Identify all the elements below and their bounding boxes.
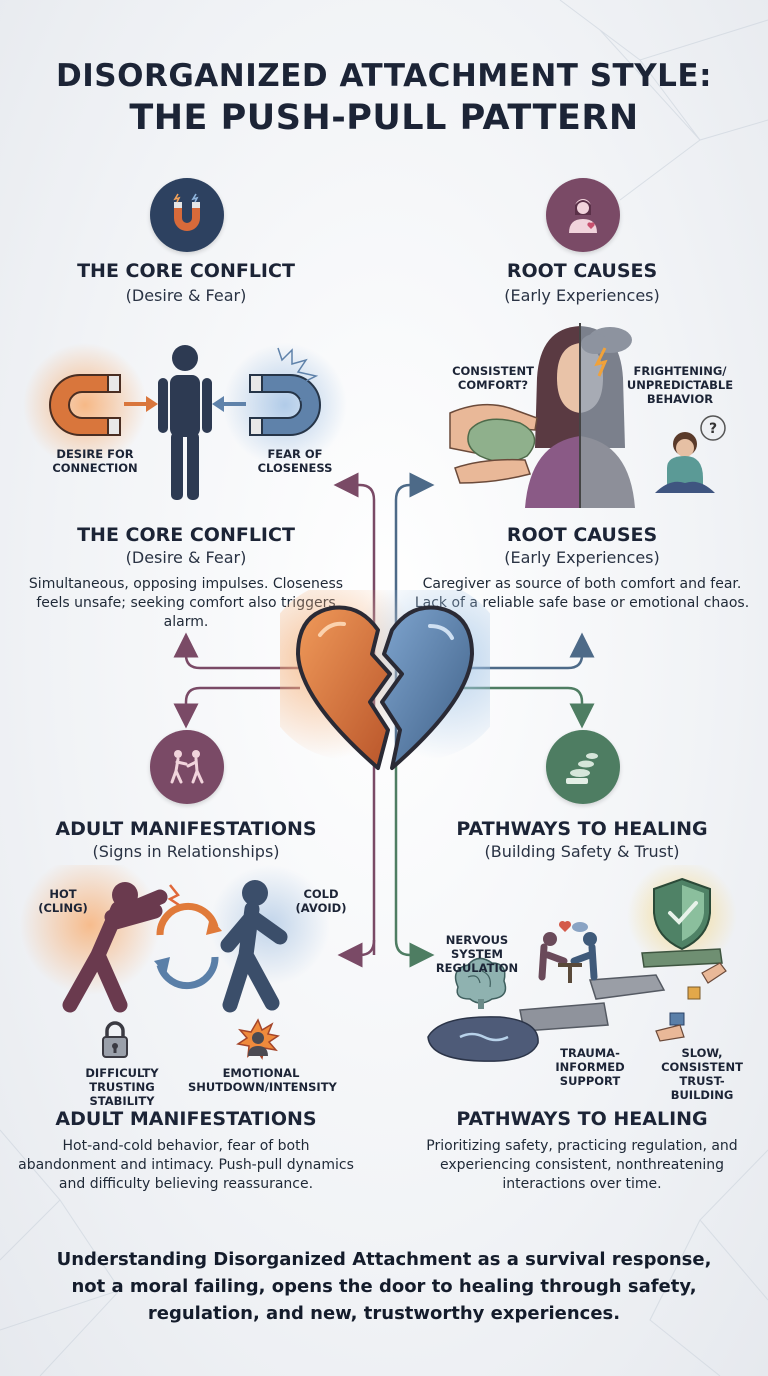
pathways-healing-heading-2: PATHWAYS TO HEALING	[456, 1108, 708, 1130]
push-pull-people-icon	[150, 730, 224, 804]
root-causes-subheading: (Early Experiences)	[504, 286, 660, 305]
root-causes-illustration: ?	[449, 323, 726, 508]
core-conflict-heading: THE CORE CONFLICT	[77, 260, 295, 282]
pathways-healing-illustration	[427, 865, 737, 1062]
page-title-line2: THE PUSH-PULL PATTERN	[129, 98, 639, 138]
svg-text:?: ?	[709, 421, 717, 437]
pathways-healing-body: Prioritizing safety, practicing regulati…	[426, 1138, 738, 1192]
core-conflict-heading-2: THE CORE CONFLICT	[77, 524, 295, 546]
pathways-healing-heading: PATHWAYS TO HEALING	[456, 818, 708, 840]
adult-manifestations-heading-2: ADULT MANIFESTATIONS	[55, 1108, 317, 1130]
label-hot-cling: HOT (CLING)	[38, 887, 88, 915]
label-desire-for-connection: DESIRE FOR CONNECTION	[52, 447, 138, 475]
adult-manifestations-illustration	[20, 865, 330, 1013]
label-difficulty-trusting: DIFFICULTY TRUSTING STABILITY	[85, 1066, 159, 1108]
broken-heart-icon	[280, 590, 490, 770]
footer-summary: Understanding Disorganized Attachment as…	[56, 1249, 712, 1324]
label-frightening-behavior: FRIGHTENING/ UNPREDICTABLE BEHAVIOR	[626, 364, 734, 406]
magnet-icon	[150, 178, 224, 252]
core-conflict-illustration	[23, 343, 347, 500]
root-causes-heading-2: ROOT CAUSES	[506, 524, 658, 546]
label-trauma-informed-support: TRAUMA- INFORMED SUPPORT	[555, 1046, 625, 1088]
pathways-healing-subheading: (Building Safety & Trust)	[484, 842, 680, 861]
label-cold-avoid: COLD (AVOID)	[295, 887, 347, 915]
page-title-line1: DISORGANIZED ATTACHMENT STYLE:	[56, 58, 712, 94]
label-nervous-system-regulation: NERVOUS SYSTEM REGULATION	[435, 933, 519, 975]
lock-icon	[102, 1021, 128, 1058]
emotional-burst-icon	[236, 1018, 280, 1060]
adult-manifestations-heading: ADULT MANIFESTATIONS	[55, 818, 317, 840]
core-conflict-subheading-2: (Desire & Fear)	[125, 548, 247, 567]
label-fear-of-closeness: FEAR OF CLOSENESS	[257, 447, 333, 475]
adult-manifestations-body: Hot-and-cold behavior, fear of both aban…	[18, 1138, 354, 1192]
label-emotional-shutdown: EMOTIONAL SHUTDOWN/INTENSITY	[188, 1066, 337, 1094]
label-slow-consistent-trust: SLOW, CONSISTENT TRUST-BUILDING	[661, 1046, 743, 1102]
label-consistent-comfort: CONSISTENT COMFORT?	[452, 364, 534, 392]
caregiver-icon	[546, 178, 620, 252]
core-conflict-body: Simultaneous, opposing impulses. Closene…	[28, 576, 344, 630]
root-causes-heading: ROOT CAUSES	[506, 260, 658, 282]
stepping-stones-icon	[546, 730, 620, 804]
root-causes-subheading-2: (Early Experiences)	[504, 548, 660, 567]
adult-manifestations-subheading: (Signs in Relationships)	[92, 842, 280, 861]
core-conflict-subheading: (Desire & Fear)	[125, 286, 247, 305]
root-causes-body: Caregiver as source of both comfort and …	[414, 576, 750, 611]
